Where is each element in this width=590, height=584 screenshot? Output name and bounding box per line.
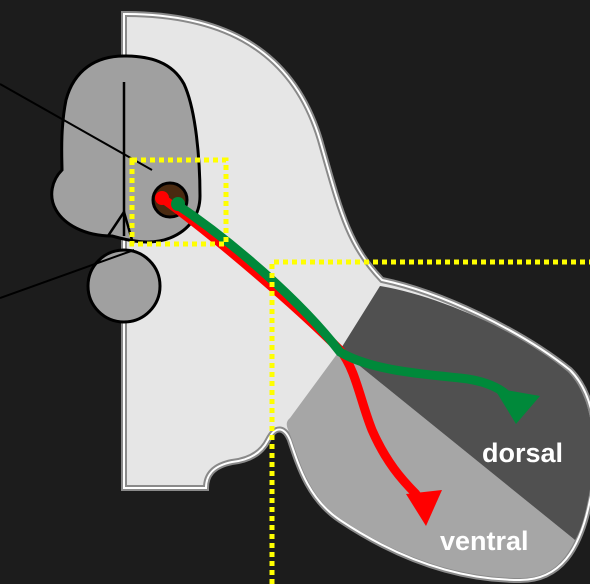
dorsal-label: dorsal xyxy=(482,438,563,468)
dorsal-axon-origin xyxy=(171,197,185,211)
ventral-label: ventral xyxy=(440,526,529,556)
lower-nucleus xyxy=(88,250,160,322)
ventral-axon-origin xyxy=(155,191,169,205)
